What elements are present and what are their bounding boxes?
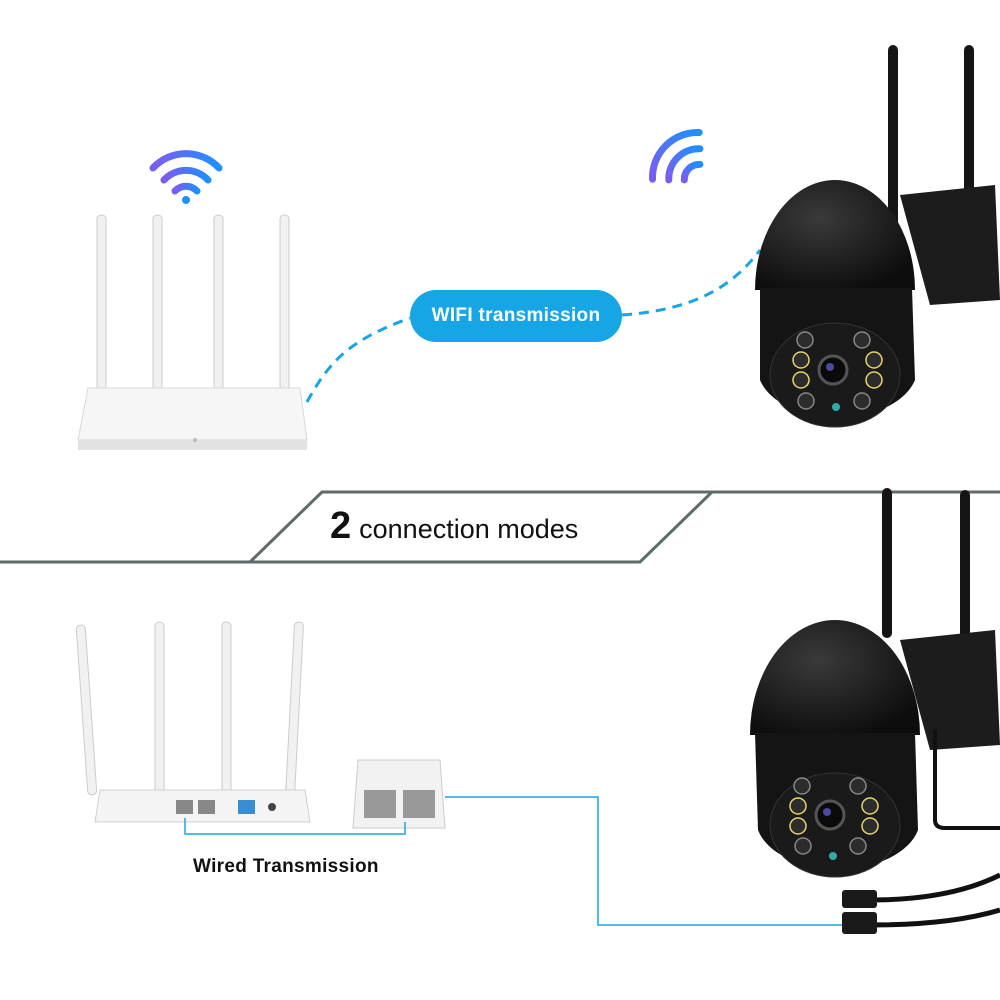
ethernet-adapter [352, 759, 446, 829]
wired-link-camera [445, 796, 850, 926]
wifi-link-right [621, 249, 762, 317]
camera-wifi [755, 45, 1000, 428]
banner-frame [0, 490, 1000, 564]
wired-transmission-label: Wired Transmission [193, 856, 379, 877]
wifi-link-left [305, 316, 411, 403]
wifi-icon-camera [649, 129, 704, 184]
router-wireless [77, 214, 308, 450]
mode-text: connection modes [359, 514, 579, 544]
mode-count: 2 [330, 505, 352, 547]
wifi-transmission-label: WIFI transmission [410, 290, 622, 342]
wired-link-router [184, 818, 406, 835]
router-wired [75, 621, 311, 823]
camera-wired [750, 488, 1000, 934]
wifi-icon [149, 150, 223, 204]
